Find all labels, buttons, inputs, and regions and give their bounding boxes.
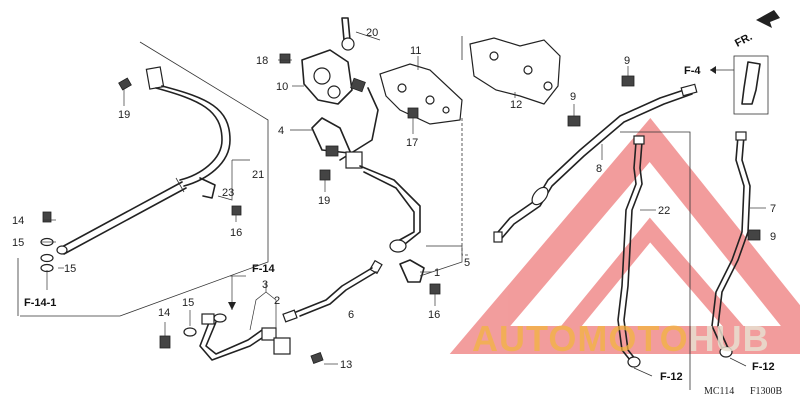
label-part-5: 5	[464, 257, 470, 269]
label-part-14-a: 14	[12, 215, 24, 227]
hose-8	[493, 83, 698, 243]
label-part-11: 11	[410, 45, 421, 57]
diagram-codes: MC114 F1300B	[704, 386, 783, 397]
label-part-13: 13	[340, 359, 352, 371]
label-front-direction: FR.	[733, 31, 754, 50]
label-part-8: 8	[596, 163, 602, 175]
label-part-17: 17	[406, 137, 418, 149]
label-part-18: 18	[256, 55, 268, 67]
label-part-2: 2	[274, 295, 280, 307]
label-part-7: 7	[770, 203, 776, 215]
bracket-12	[469, 37, 561, 105]
pipe-22	[617, 135, 653, 377]
bracket-11	[379, 56, 463, 134]
bolt-19-left	[118, 77, 132, 106]
pipe-6	[282, 259, 383, 323]
label-part-19-b: 19	[318, 195, 330, 207]
front-direction-arrow	[756, 10, 780, 28]
label-part-9-c: 9	[770, 231, 776, 243]
label-part-15-c: 15	[182, 297, 194, 309]
hose-21	[56, 66, 231, 255]
label-part-21: 21	[252, 169, 264, 181]
label-part-16-a: 16	[230, 227, 242, 239]
clips-9	[567, 66, 761, 241]
bolt-19-mid	[319, 169, 331, 192]
label-part-15-b: 15	[64, 263, 76, 275]
watermark-logo	[449, 117, 800, 354]
label-part-10: 10	[276, 81, 288, 93]
watermark-part-2: HUB	[688, 318, 770, 359]
hose-2-3	[199, 282, 291, 361]
hose-1-5	[345, 151, 463, 306]
part-labels: 20 18 10 11 12 9 9 9 4 17 8 19 19 21 23 …	[12, 27, 776, 371]
label-ref-f12-a: F-12	[660, 371, 683, 383]
label-part-20: 20	[366, 27, 378, 39]
label-ref-f14-1: F-14-1	[24, 297, 56, 309]
label-part-12: 12	[510, 99, 522, 111]
label-part-1: 1	[434, 267, 440, 279]
label-part-23: 23	[222, 187, 234, 199]
part-20-10-18	[279, 17, 381, 105]
f4-inset	[710, 55, 769, 115]
label-part-9-a: 9	[624, 55, 630, 67]
label-ref-f14: F-14	[252, 263, 276, 275]
pipe-4	[311, 87, 379, 161]
label-part-4: 4	[278, 125, 284, 137]
figure-code: F1300B	[750, 386, 783, 397]
label-leaders	[41, 59, 656, 273]
label-part-14-b: 14	[158, 307, 170, 319]
hardware-left	[40, 205, 242, 290]
label-part-15-a: 15	[12, 237, 24, 249]
label-ref-f4: F-4	[684, 65, 701, 77]
label-part-19-a: 19	[118, 109, 130, 121]
watermark-part-1: AUTOMOTO	[472, 318, 689, 359]
label-ref-f12-b: F-12	[752, 361, 775, 373]
label-part-3: 3	[262, 279, 268, 291]
model-code: MC114	[704, 386, 734, 397]
reference-labels: F-4 F-14 F-14-1 F-12 F-12 FR.	[24, 31, 775, 383]
f14-ref	[213, 275, 246, 323]
hardware-bottom	[159, 310, 338, 365]
label-part-16-b: 16	[428, 309, 440, 321]
watermark-wordmark: AUTOMOTOHUB	[472, 318, 770, 360]
pipe-7	[711, 131, 766, 367]
label-part-9-b: 9	[570, 91, 576, 103]
label-part-6: 6	[348, 309, 354, 321]
label-part-22: 22	[658, 205, 670, 217]
